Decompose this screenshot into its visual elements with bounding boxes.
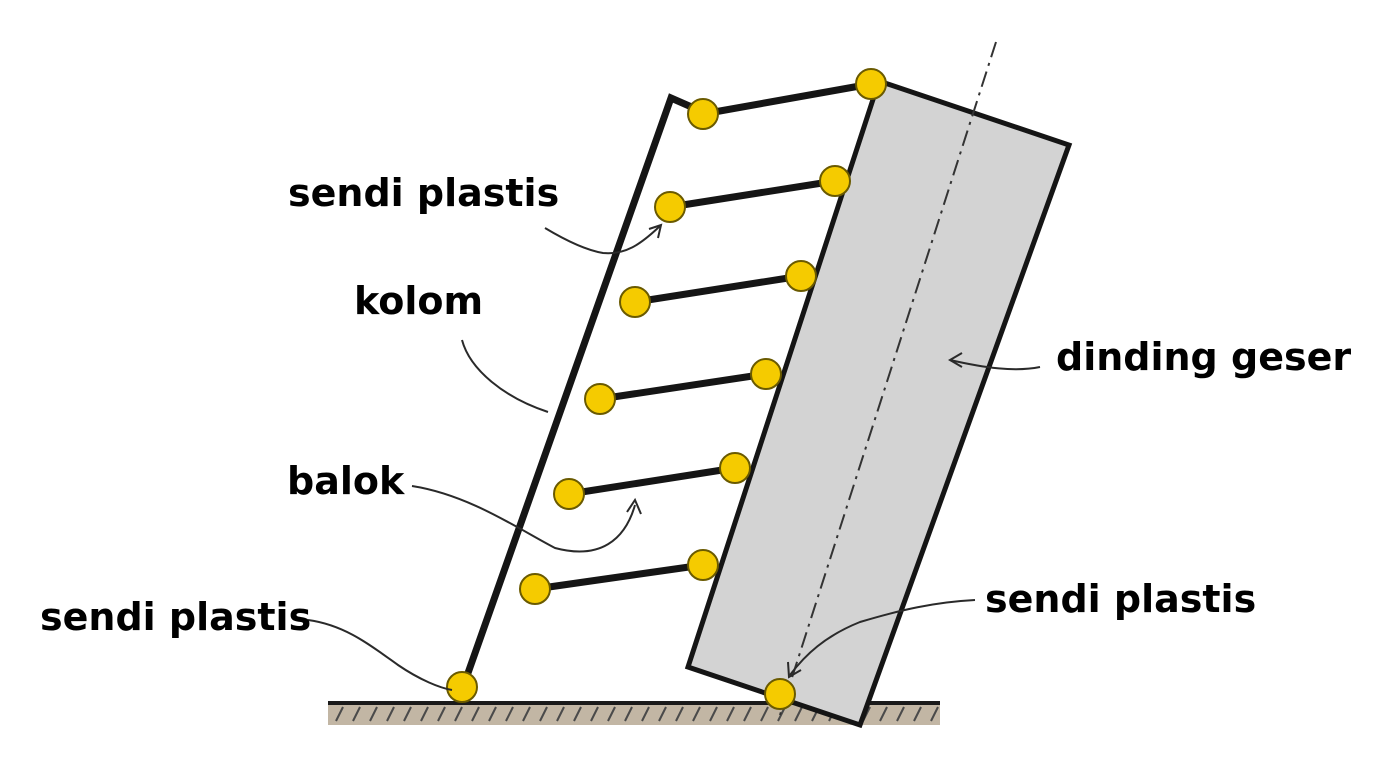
label-shear-wall: dinding geser [1056,335,1351,379]
hatch-mark [352,706,361,722]
beams [531,80,875,593]
leader-arrowhead [948,352,963,368]
beam-1 [531,561,707,593]
hatch-mark [437,706,446,722]
hatch-mark [692,706,701,722]
hinge [785,260,817,292]
hinge [855,68,887,100]
leader-arrowhead [626,497,642,515]
label-hinge-left-base: sendi plastis [40,595,311,639]
leader-wall-label [949,359,1041,371]
leader-hinge-top [544,225,661,255]
hatch-mark [420,706,429,722]
hatch-mark [760,706,769,722]
label-hinge-wall-base: sendi plastis [985,577,1256,621]
hinge [687,549,719,581]
label-column: kolom [354,279,483,323]
hatch-mark [471,706,480,722]
hinge [687,98,719,130]
hatch-mark [573,706,582,722]
hatch-mark [743,706,752,722]
hatch-mark [522,706,531,722]
ground-hatching [335,706,939,722]
beam-3 [596,370,770,403]
hinge [654,191,686,223]
hatch-mark [726,706,735,722]
hatch-mark [539,706,548,722]
beam-2 [565,464,739,498]
hatch-mark [624,706,633,722]
leader-arrowhead [787,661,802,679]
hinge [553,478,585,510]
plastic-hinges [446,68,887,710]
hatch-mark [335,706,344,722]
leader-hinge-wall-base [789,599,976,676]
hatch-mark [913,706,922,722]
hinge [584,383,616,415]
hatch-mark [386,706,395,722]
hinge-wall-base [764,678,796,710]
hatch-mark [556,706,565,722]
ground-strip [328,703,940,725]
hatch-mark [658,706,667,722]
leader-hinge-left-base [307,619,453,691]
hatch-mark [505,706,514,722]
leader-beam [411,485,636,553]
label-beam: balok [287,459,405,503]
hatch-mark [675,706,684,722]
hatch-mark [879,706,888,722]
leader-column [461,339,549,413]
hinge-column-base [446,671,478,703]
hatch-mark [896,706,905,722]
hatch-mark [607,706,616,722]
hinge [750,358,782,390]
shear-wall [684,77,1073,729]
hatch-mark [369,706,378,722]
hatch-mark [709,706,718,722]
hatch-mark [794,706,803,722]
leaders [307,223,1041,691]
hinge [619,286,651,318]
hatch-mark [641,706,650,722]
hatch-mark [590,706,599,722]
label-hinge-top: sendi plastis [288,171,559,215]
hatch-mark [488,706,497,722]
hinge [519,573,551,605]
wall-centerline [779,41,997,716]
beam-4 [631,272,805,306]
hinge [719,452,751,484]
hatch-mark [403,706,412,722]
beam-6 [699,80,875,118]
leader-arrowhead [648,223,663,239]
beam-5 [666,177,839,211]
hatch-mark [454,706,463,722]
hinge [819,165,851,197]
hatch-mark [930,706,939,722]
